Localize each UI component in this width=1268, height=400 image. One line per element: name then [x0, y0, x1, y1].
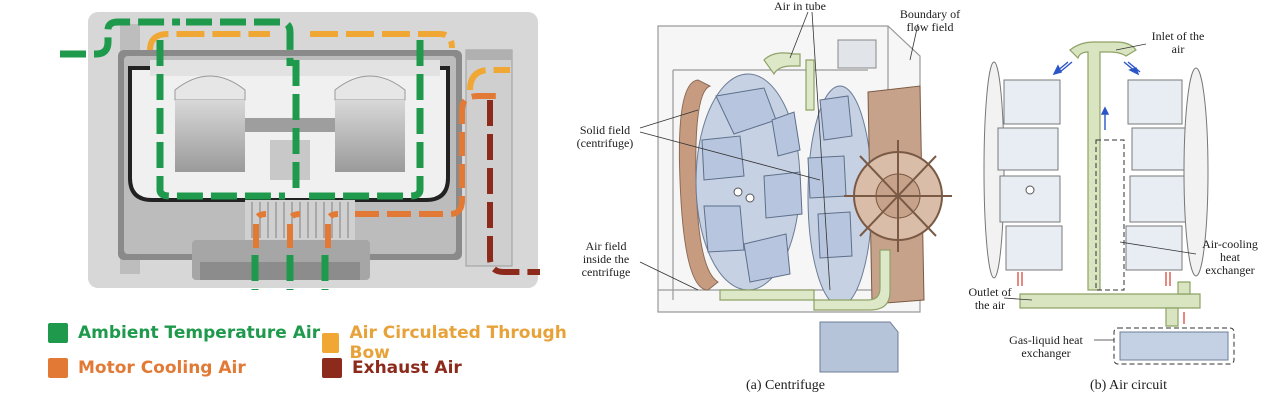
caption-centrifuge: (a) Centrifuge [746, 378, 825, 394]
legend-label-motor: Motor Cooling Air [78, 358, 246, 378]
legend-swatch-exhaust [322, 358, 342, 378]
legend-swatch-motor [48, 358, 68, 378]
centrifuge-model-panel: Air in tube Boundary of flow field Solid… [568, 0, 960, 400]
legend-label-exhaust: Exhaust Air [352, 358, 462, 378]
label-inlet-of-air: Inlet of the air [1148, 30, 1208, 56]
base-block [820, 322, 898, 372]
label-air-cooling-exchanger: Air-cooling heat exchanger [1194, 238, 1266, 277]
legend-swatch-bowl [322, 333, 339, 353]
right-rotor [335, 100, 405, 172]
heatsink [245, 200, 355, 240]
legend-label-bowl: Air Circulated Through Bow [349, 323, 580, 363]
label-air-field: Air field inside the centrifuge [570, 240, 642, 279]
centrifuge-3d-model [568, 0, 960, 400]
legend-exhaust: Exhaust Air [322, 358, 462, 378]
top-connector [838, 40, 876, 68]
legend-ambient: Ambient Temperature Air [48, 323, 320, 343]
caption-air-circuit: (b) Air circuit [1090, 378, 1167, 394]
airflow-diagram-panel: Ambient Temperature Air Air Circulated T… [0, 0, 580, 400]
legend-bowl: Air Circulated Through Bow [322, 323, 580, 363]
label-boundary-of-flow-field: Boundary of flow field [890, 8, 970, 34]
legend-label-ambient: Ambient Temperature Air [78, 323, 320, 343]
label-gas-liquid-exchanger: Gas-liquid heat exchanger [996, 334, 1096, 360]
legend-swatch-ambient [48, 323, 68, 343]
label-solid-field: Solid field (centrifuge) [570, 124, 640, 150]
left-rotor-wireframe [984, 62, 1062, 278]
left-rotor-disc [679, 74, 802, 290]
label-outlet-of-air: Outlet of the air [960, 286, 1020, 312]
left-rotor [175, 100, 245, 172]
legend-motor: Motor Cooling Air [48, 358, 246, 378]
air-circuit-panel: Inlet of the air Air-cooling heat exchan… [960, 0, 1268, 400]
gas-liquid-exchanger [1120, 332, 1228, 360]
label-air-in-tube: Air in tube [774, 0, 826, 13]
